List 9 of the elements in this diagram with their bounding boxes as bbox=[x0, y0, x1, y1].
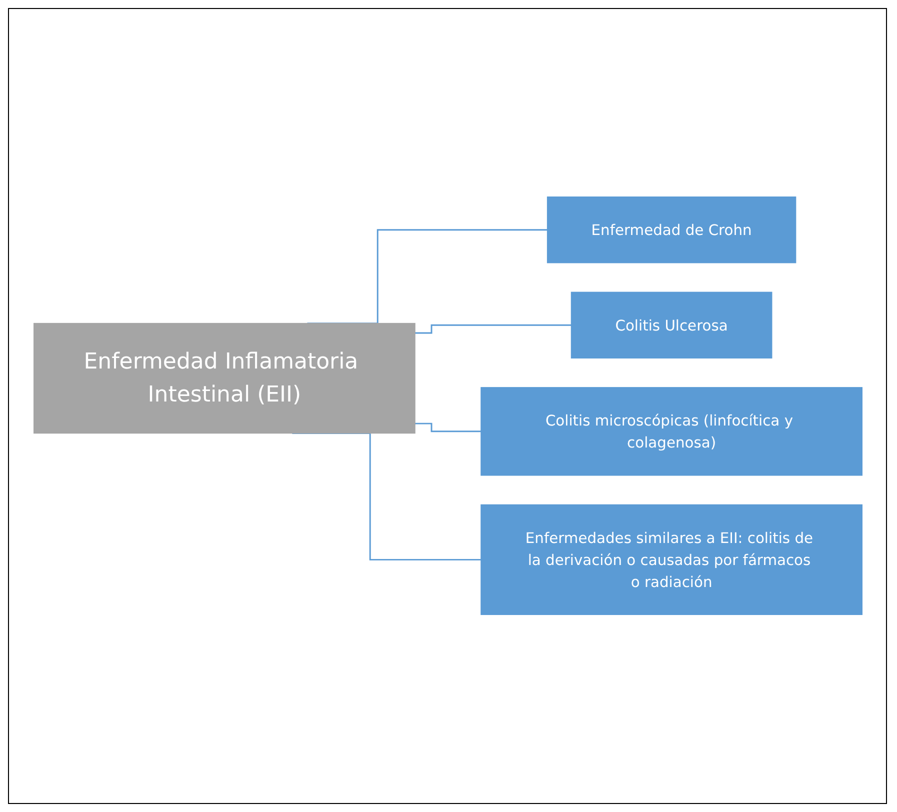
connector bbox=[414, 423, 480, 432]
node-box bbox=[546, 196, 796, 264]
connector bbox=[414, 324, 571, 334]
connector bbox=[306, 229, 547, 324]
node-box bbox=[480, 504, 862, 616]
diagram-frame: Enfermedad Inflamatoria Intestinal (EII) Enfermedad de Crohn Colitis Ulcerosa Colitis microscópicas (linfocítica y colagenosa) Enfermedades similares a EII: colitis de la derivación o causadas por fármacos o radiación bbox=[8, 8, 887, 804]
node-box bbox=[480, 387, 862, 476]
node-box bbox=[570, 292, 772, 359]
node-box bbox=[33, 323, 415, 434]
